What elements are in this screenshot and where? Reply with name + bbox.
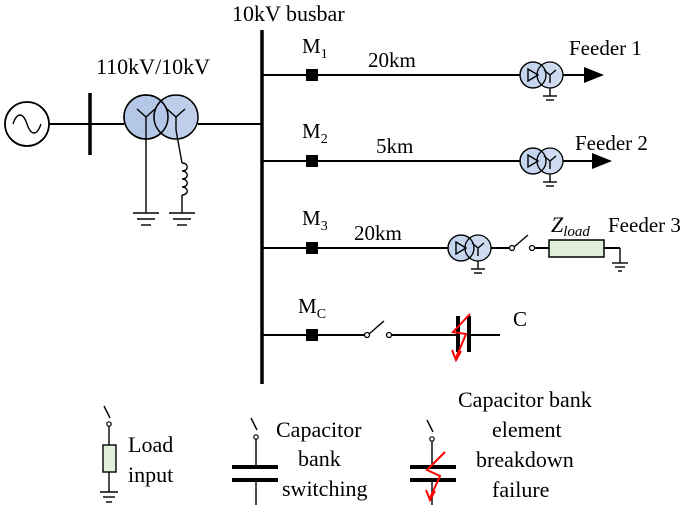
capacitor-branch: MC C bbox=[262, 294, 527, 363]
legend-breakdown-line-1: Capacitor bank bbox=[458, 387, 592, 412]
legend-switching-line-1: Capacitor bbox=[276, 417, 362, 442]
meter-m3 bbox=[306, 242, 318, 254]
legend-capacitor-switching: Capacitor bank switching bbox=[232, 417, 368, 505]
meter-m1-label: M1 bbox=[302, 34, 328, 62]
fault-lightning-icon bbox=[450, 313, 471, 359]
feeder-3-transformer bbox=[447, 234, 492, 274]
feeder-3-switch bbox=[508, 234, 536, 252]
feeder-1-length: 20km bbox=[368, 48, 416, 72]
legend-load-icon bbox=[102, 444, 117, 473]
load-impedance bbox=[548, 239, 605, 258]
transformer-label: 110kV/10kV bbox=[96, 54, 210, 79]
ac-source bbox=[4, 101, 50, 147]
legend-switching-line-2: bank bbox=[298, 446, 341, 471]
meter-m1 bbox=[306, 69, 318, 81]
meter-m2-label: M2 bbox=[302, 119, 328, 147]
feeder-2-length: 5km bbox=[376, 134, 413, 158]
secondary-ground-coil bbox=[169, 129, 195, 226]
legend-switching-line-3: switching bbox=[282, 476, 368, 501]
busbar-label: 10kV busbar bbox=[232, 1, 345, 26]
legend-capacitor-breakdown: Capacitor bank element breakdown failure bbox=[410, 387, 592, 505]
feeder-2: M2 5km Feeder 2 bbox=[262, 119, 648, 187]
legend-load-line-1: Load bbox=[128, 432, 173, 457]
feeder-3: M3 20km Zload Feeder 3 bbox=[262, 206, 681, 274]
legend-load-line-2: input bbox=[128, 462, 173, 487]
zload-label: Zload bbox=[551, 212, 590, 240]
meter-m3-label: M3 bbox=[302, 206, 328, 234]
feeder-2-label: Feeder 2 bbox=[575, 131, 648, 155]
meter-mc-label: MC bbox=[298, 294, 326, 322]
capacitor-label: C bbox=[513, 307, 527, 331]
feeder-1: M1 20km Feeder 1 bbox=[262, 34, 642, 101]
feeder-1-label: Feeder 1 bbox=[569, 36, 642, 60]
feeder-2-transformer bbox=[519, 147, 564, 187]
feeder-1-transformer bbox=[519, 61, 564, 101]
legend-breakdown-line-2: element bbox=[492, 417, 562, 442]
primary-ground bbox=[133, 130, 159, 226]
feeder-3-length: 20km bbox=[354, 221, 402, 245]
capacitor-switch bbox=[363, 320, 393, 339]
legend-breakdown-line-3: breakdown bbox=[476, 447, 574, 472]
legend-load-input: Load input bbox=[100, 405, 173, 503]
legend-breakdown-line-4: failure bbox=[492, 477, 549, 502]
feeder-3-label: Feeder 3 bbox=[608, 213, 681, 237]
meter-m2 bbox=[306, 155, 318, 167]
legend-fault-icon bbox=[425, 451, 446, 499]
meter-mc bbox=[306, 329, 318, 341]
main-transformer bbox=[123, 94, 199, 140]
